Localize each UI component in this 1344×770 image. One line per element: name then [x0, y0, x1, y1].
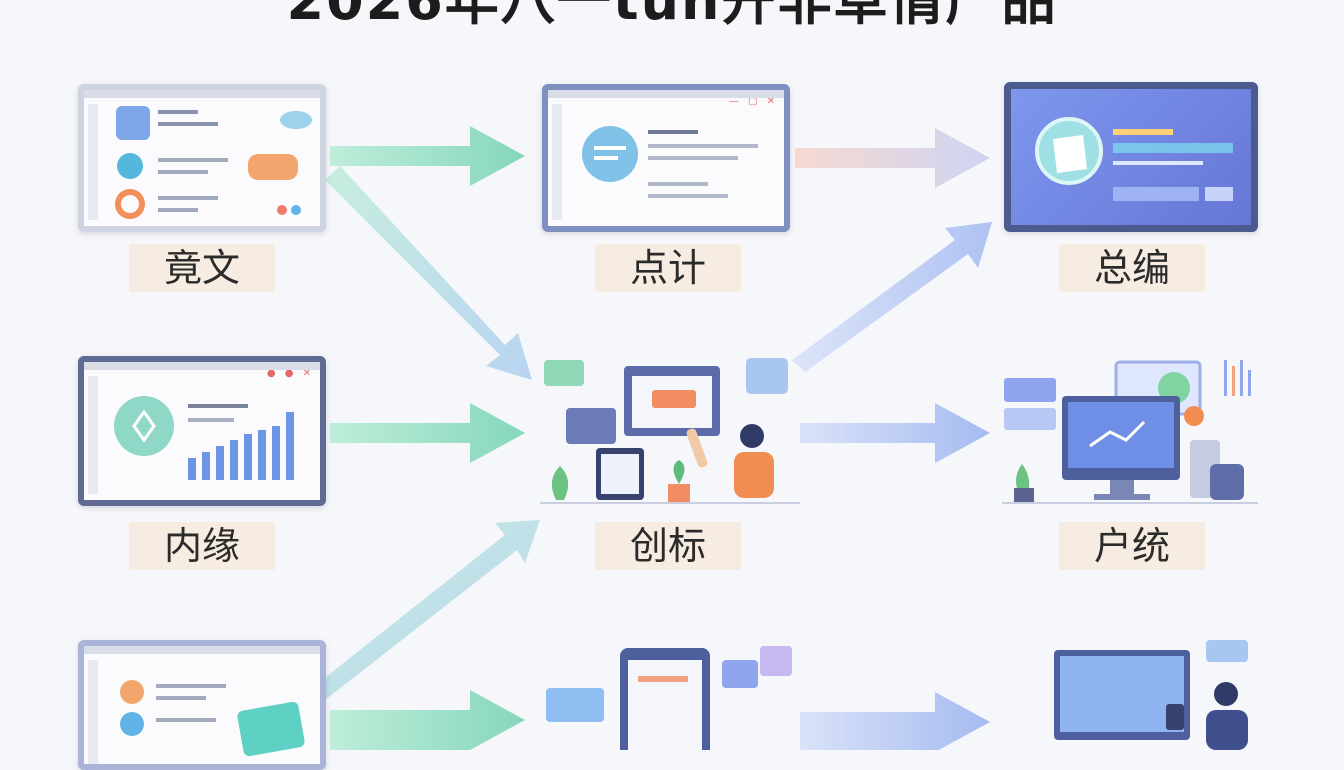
node-label-chuangbiao: 创标 [595, 522, 741, 570]
arrow-chuangbiao-to-zongbian [792, 222, 992, 372]
jingwen-screen-content [88, 104, 312, 220]
arrow-jingwen-to-dianji [330, 126, 525, 186]
dianji-screen-content [552, 104, 758, 220]
node-label-jingwen: 竟文 [129, 244, 275, 292]
node-label-neiyuan: 内缘 [129, 522, 275, 570]
jingwen-monitor [78, 84, 326, 232]
hutong-illustration [1002, 360, 1258, 504]
row3-right-illustration [1054, 640, 1248, 750]
window-controls-icon: ● ● ✕ [266, 370, 314, 379]
zongbian-screen-content [1035, 117, 1233, 201]
node-label-zongbian: 总编 [1059, 244, 1205, 292]
flow-arrows-layer [312, 126, 992, 750]
diagram-title: 2026年八一tun开非草情产品 [286, 0, 1058, 32]
node-label-hutong: 户统 [1059, 522, 1205, 570]
arrow-row3-right [800, 692, 990, 750]
neiyuan-monitor: ● ● ✕ [78, 356, 326, 506]
arrow-row3-to-chuangbiao [312, 520, 540, 700]
row3-left-screen-content [88, 660, 305, 764]
node-label-dianji: 点计 [595, 244, 741, 292]
arrow-dianji-to-zongbian [795, 128, 990, 188]
zongbian-monitor [1004, 82, 1258, 232]
dianji-monitor: — ▢ ✕ [542, 84, 790, 232]
window-controls-icon: — ▢ ✕ [728, 98, 778, 107]
neiyuan-bar-chart-content [88, 376, 294, 494]
chuangbiao-illustration [540, 358, 800, 504]
arrow-jingwen-to-chuangbiao [325, 166, 532, 380]
arrow-neiyuan-to-chuangbiao [330, 403, 525, 463]
row3-center-illustration [546, 646, 792, 750]
arrow-chuangbiao-to-hutong [800, 403, 990, 463]
arrow-row3-left [330, 690, 525, 750]
